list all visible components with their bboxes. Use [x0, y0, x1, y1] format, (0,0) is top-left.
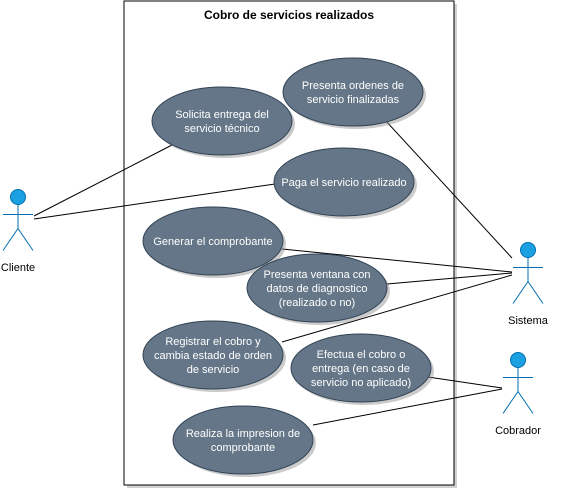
actor-right-leg [527, 281, 544, 304]
association-sistema-presenta-ventana [386, 272, 513, 285]
use-case-label: Generar el comprobante [153, 236, 272, 248]
use-case-efectua-cobro[interactable]: Efectua el cobro o entrega (en caso de ser… [290, 333, 434, 405]
use-case-ellipse[interactable] [282, 57, 424, 127]
use-case-label: Solicita entrega del [175, 109, 269, 121]
use-case-label: datos de diagnostico [267, 283, 368, 295]
associations [33, 119, 513, 426]
use-case-label: Presenta ventana con [263, 269, 370, 281]
actor-left-leg [2, 228, 19, 251]
actor-head-icon [510, 352, 526, 368]
association-sistema-registrar-cobro [281, 274, 513, 343]
use-case-label: servicio técnico [184, 123, 259, 135]
use-case-ellipse[interactable] [246, 253, 388, 323]
use-case-label: de servicio [187, 364, 240, 376]
actor-head-icon [10, 189, 26, 205]
association-cliente-solicita-entrega [33, 144, 173, 217]
association-cobrador-efectua-cobro [427, 376, 503, 389]
use-case-presenta-ordenes[interactable]: Presenta ordenes de servicio finalizadas [282, 57, 426, 129]
actor-label: Sistema [508, 315, 549, 327]
use-case-ellipse[interactable] [142, 206, 284, 276]
use-case-presenta-ventana[interactable]: Presenta ventana con datos de diagnostico… [246, 253, 390, 325]
actor-cliente[interactable]: Cliente [1, 189, 35, 275]
use-case-label: Registrar el cobro y [165, 336, 261, 348]
use-case-realiza-impresion[interactable]: Realiza la impresion de comprobante [172, 405, 316, 477]
association-sistema-generar-comprobante [281, 248, 513, 273]
actor-label: Cliente [1, 262, 35, 274]
actor-label: Cobrador [495, 425, 541, 437]
use-case-label: comprobante [211, 442, 275, 454]
use-case-label: Paga el servicio realizado [281, 177, 406, 189]
use-case-label: servicio finalizadas [307, 94, 400, 106]
association-sistema-presenta-ordenes [384, 119, 513, 259]
use-case-ellipse[interactable] [290, 333, 432, 403]
actor-left-leg [512, 281, 529, 304]
actor-cobrador[interactable]: Cobrador [495, 352, 541, 438]
use-case-label: Realiza la impresion de [186, 428, 300, 440]
actor-head-icon [520, 242, 536, 258]
association-cliente-paga-servicio [33, 183, 276, 220]
use-case-paga-servicio[interactable]: Paga el servicio realizado [273, 147, 417, 219]
use-case-label: Presenta ordenes de [302, 80, 404, 92]
use-case-registrar-cobro[interactable]: Registrar el cobro y cambia estado de ord… [142, 320, 286, 392]
actor-right-leg [17, 228, 34, 251]
actor-sistema[interactable]: Sistema [508, 242, 549, 328]
use-case-generar-comprobante[interactable]: Generar el comprobante [142, 206, 286, 278]
use-case-label: cambia estado de orden [154, 350, 272, 362]
use-case-label: Efectua el cobro o [317, 349, 406, 361]
association-cobrador-realiza-impresion [312, 388, 503, 426]
use-case-label: servicio no aplicado) [311, 377, 411, 389]
system-title: Cobro de servicios realizados [204, 8, 374, 22]
use-case-ellipse[interactable] [151, 86, 293, 156]
use-case-label: (realizado o no) [279, 297, 355, 309]
use-case-label: entrega (en caso de [312, 363, 410, 375]
use-case-ellipse[interactable] [273, 147, 415, 217]
actor-right-leg [517, 391, 534, 414]
actor-left-leg [502, 391, 519, 414]
use-case-ellipse[interactable] [172, 405, 314, 475]
use-case-solicita-entrega[interactable]: Solicita entrega del servicio técnico [151, 86, 295, 158]
use-case-ellipse[interactable] [142, 320, 284, 390]
